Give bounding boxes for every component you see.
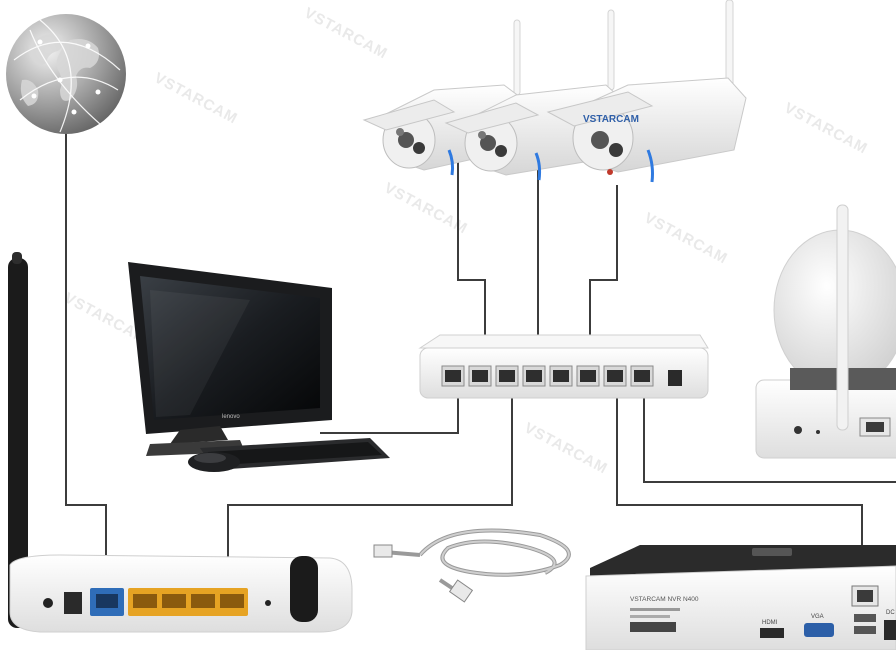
dc-label: DC — [886, 610, 895, 616]
wire-switch-to-ptz — [643, 380, 896, 483]
switch-port-socket — [472, 370, 488, 382]
wire-switch-to-router — [227, 380, 513, 590]
camera-brand-label: VSTARCAM — [583, 114, 639, 125]
network-switch-icon — [418, 334, 709, 399]
switch-port-socket — [607, 370, 623, 382]
nvr-recorder-icon: VSTARCAM NVR N400 HDMI VGA DC — [585, 545, 896, 650]
switch-port-socket — [445, 370, 461, 382]
switch-port-socket — [553, 370, 569, 382]
lan-ports — [128, 588, 248, 616]
wifi-router-icon — [8, 252, 353, 633]
wire-camera1-to-switch — [457, 160, 486, 372]
vga-label: VGA — [811, 614, 824, 620]
wire-camera3-to-switch — [589, 185, 618, 372]
all-in-one-pc-icon: lenovo — [128, 262, 390, 472]
ptz-camera-icon — [755, 204, 896, 459]
ethernet-cable-icon — [373, 528, 571, 603]
switch-port-socket — [499, 370, 515, 382]
pc-brand-label: lenovo — [222, 414, 240, 420]
network-wires — [65, 130, 896, 590]
bullet-camera-icon: VSTARCAM — [546, 0, 747, 183]
switch-port-socket — [580, 370, 596, 382]
globe-icon — [6, 14, 126, 134]
switch-ports — [441, 365, 654, 387]
nvr-model-label: VSTARCAM NVR N400 — [630, 596, 699, 603]
switch-port-socket — [526, 370, 542, 382]
hdmi-label: HDMI — [762, 620, 778, 626]
switch-port-socket — [634, 370, 650, 382]
wire-globe-to-router — [65, 130, 107, 590]
